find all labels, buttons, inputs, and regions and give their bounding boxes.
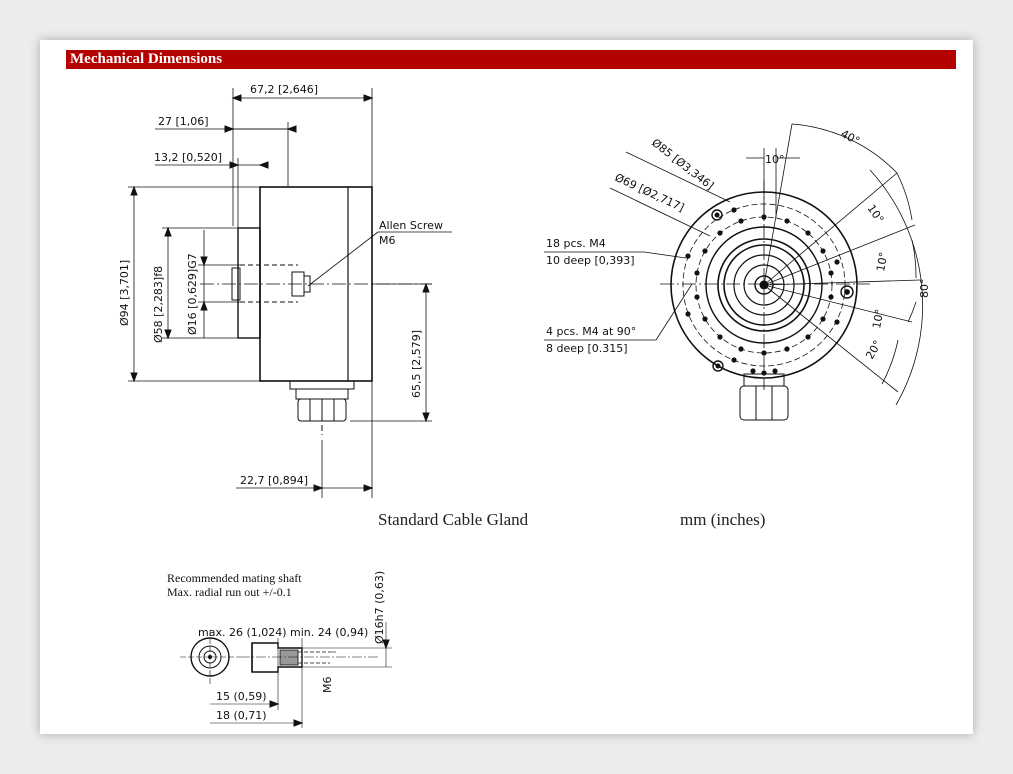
angle-40: 40° bbox=[839, 127, 862, 148]
mechanical-drawing: 67,2 [2,646] 27 [1,06] 13,2 [0,520] Ø94 … bbox=[118, 83, 931, 728]
holes-callout-2b: 8 deep [0.315] bbox=[546, 342, 628, 355]
holes-callout-2a: 4 pcs. M4 at 90° bbox=[546, 325, 636, 338]
angle-10-b: 10° bbox=[874, 251, 890, 272]
shaft-view: Recommended mating shaft Max. radial run… bbox=[167, 571, 392, 728]
dim-dia16h7: Ø16h7 (0,63) bbox=[373, 571, 386, 644]
holes-callout-1a: 18 pcs. M4 bbox=[546, 237, 606, 250]
document-page: Mechanical Dimensions bbox=[40, 40, 973, 734]
dim-dia58: Ø58 [2,283]f8 bbox=[152, 266, 165, 343]
angle-10-a: 10° bbox=[865, 202, 887, 225]
angle-80: 80° bbox=[918, 279, 931, 299]
angle-10-c: 10° bbox=[870, 308, 886, 329]
caption-units: mm (inches) bbox=[680, 510, 766, 529]
dim-overall-length: 67,2 [2,646] bbox=[250, 83, 318, 96]
section-header: Mechanical Dimensions bbox=[66, 50, 956, 69]
dim-15: 15 (0,59) bbox=[216, 690, 267, 703]
shaft-note-2: Max. radial run out +/-0.1 bbox=[167, 585, 292, 599]
dim-65: 65,5 [2,579] bbox=[410, 330, 423, 398]
dim-dia94: Ø94 [3,701] bbox=[118, 260, 131, 326]
dim-dia85: Ø85 [Ø3,346] bbox=[649, 136, 716, 192]
dim-27: 27 [1,06] bbox=[158, 115, 209, 128]
shaft-note-1: Recommended mating shaft bbox=[167, 571, 302, 585]
dim-dia69: Ø69 [Ø2,717] bbox=[613, 171, 686, 214]
front-view: Ø85 [Ø3,346] Ø69 [Ø2,717] 10° 4 bbox=[544, 123, 931, 421]
angle-10-top: 10° bbox=[765, 153, 785, 166]
dim-dia16: Ø16 [0,629]G7 bbox=[186, 253, 199, 335]
allen-screw-label-1: Allen Screw bbox=[379, 219, 443, 232]
caption-cable-gland: Standard Cable Gland bbox=[378, 510, 529, 529]
holes-callout-1b: 10 deep [0,393] bbox=[546, 254, 635, 267]
dim-13: 13,2 [0,520] bbox=[154, 151, 222, 164]
dim-18: 18 (0,71) bbox=[216, 709, 267, 722]
allen-screw-label-2: M6 bbox=[379, 234, 396, 247]
angle-20: 20° bbox=[863, 338, 884, 361]
side-view: 67,2 [2,646] 27 [1,06] 13,2 [0,520] Ø94 … bbox=[118, 83, 452, 498]
dim-22: 22,7 [0,894] bbox=[240, 474, 308, 487]
dim-m6: M6 bbox=[321, 677, 334, 694]
dim-max-min: max. 26 (1,024) min. 24 (0,94) bbox=[198, 626, 368, 639]
